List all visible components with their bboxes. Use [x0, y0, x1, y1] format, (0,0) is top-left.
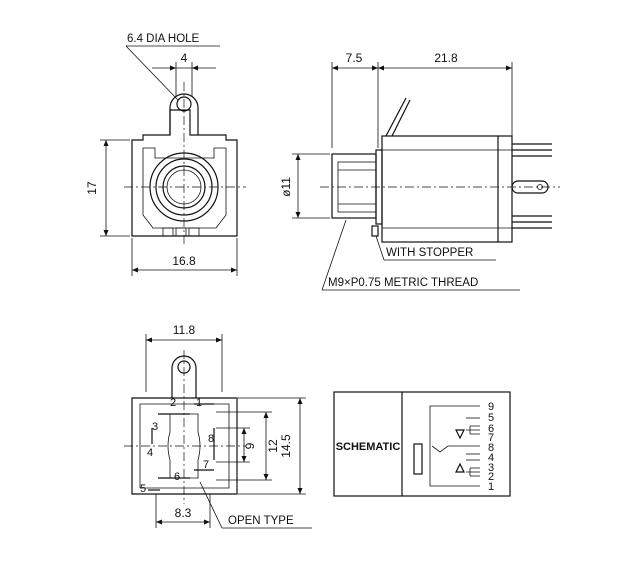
schematic-pin-6: 6 — [488, 423, 494, 435]
schematic-pin-1: 1 — [488, 481, 494, 493]
hole-label: 6.4 DIA HOLE — [127, 33, 200, 45]
dim-12: 12 — [266, 439, 280, 453]
schematic-pin-9: 9 — [488, 401, 494, 413]
dim-dia-11: ø11 — [279, 177, 293, 197]
dim-7-5: 7.5 — [346, 51, 363, 65]
schematic-pin-2: 2 — [488, 471, 494, 483]
stopper-label: WITH STOPPER — [386, 247, 473, 259]
tip-contact — [413, 443, 423, 475]
pin-4-label: 4 — [147, 447, 153, 459]
schematic-box: SCHEMATIC 9 5 6 7 8 4 3 2 1 — [333, 391, 511, 497]
schematic-title: SCHEMATIC — [336, 441, 401, 453]
pin-3-label: 3 — [152, 421, 158, 433]
pin-2-label: 2 — [170, 397, 176, 409]
front-view: 4 6.4 DIA HOLE 17 16.8 — [85, 33, 246, 276]
pin-5-label: 5 — [140, 483, 146, 495]
pin-1-label: 1 — [196, 397, 202, 409]
open-type-label: OPEN TYPE — [228, 515, 294, 527]
thread-label: M9×P0.75 METRIC THREAD — [328, 277, 478, 289]
dim-21-8: 21.8 — [434, 51, 458, 65]
schematic-pin-5: 5 — [488, 412, 494, 424]
schematic-pin-7: 7 — [488, 432, 494, 444]
pin-8-label: 8 — [208, 433, 214, 445]
schematic-pin-3: 3 — [488, 462, 494, 474]
pin-7-label: 7 — [203, 459, 209, 471]
dim-16-8: 16.8 — [172, 254, 196, 268]
dim-8-3: 8.3 — [175, 506, 192, 520]
dim-14-5: 14.5 — [279, 434, 293, 458]
dim-17: 17 — [85, 181, 99, 195]
schematic-pin-8: 8 — [488, 442, 494, 454]
schematic-pin-4: 4 — [488, 452, 494, 464]
dim-4: 4 — [181, 51, 188, 65]
dim-9: 9 — [243, 442, 257, 449]
side-view: 7.5 21.8 ø11 — [279, 51, 560, 291]
rear-view: 11.8 1 2 3 4 5 6 7 8 9 — [124, 323, 312, 529]
pin-6-label: 6 — [174, 471, 180, 483]
dim-11-8: 11.8 — [173, 323, 196, 337]
